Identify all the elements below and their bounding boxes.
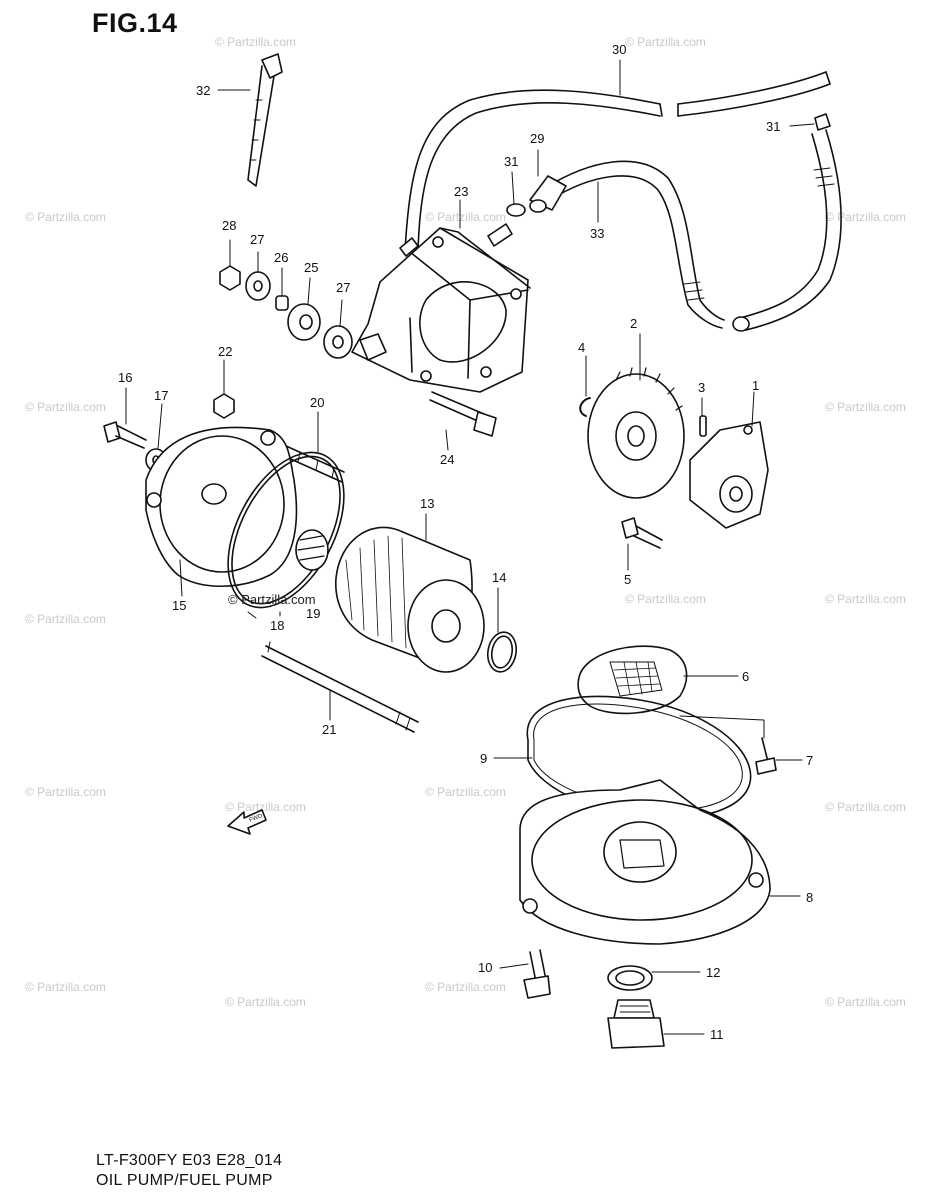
part-15-filter-cover[interactable] [145,426,298,587]
callout-19: 19 [306,606,320,621]
callout-27-b: 27 [336,280,350,295]
part-14-o-ring[interactable] [485,630,520,674]
part-3-pin[interactable] [699,415,707,437]
callout-31-right: 31 [766,119,780,134]
callout-2: 2 [630,316,637,331]
part-1-oil-pump[interactable] [689,421,769,529]
callout-31-left: 31 [504,154,518,169]
part-2-oil-pump-gear[interactable] [587,367,685,499]
watermark: © Partzilla.com [825,592,906,606]
callout-33: 33 [590,226,604,241]
callout-28: 28 [222,218,236,233]
part-8-oil-pan-cover[interactable] [519,779,771,945]
part-16-bolt[interactable] [103,421,147,449]
part-24-bolt[interactable] [429,391,497,437]
watermark: © Partzilla.com [425,210,506,224]
part-5-bolt[interactable] [621,517,663,549]
callout-5: 5 [624,572,631,587]
figure-title: FIG.14 [92,8,178,38]
callout-17: 17 [154,388,168,403]
callout-29: 29 [530,131,544,146]
callout-14: 14 [492,570,506,585]
part-4-circlip[interactable] [579,397,591,417]
callout-21: 21 [322,722,336,737]
watermark: © Partzilla.com [825,400,906,414]
watermark: © Partzilla.com [25,210,106,224]
part-29-hose-joint[interactable] [529,175,567,213]
watermark: © Partzilla.com [425,785,506,799]
callout-22: 22 [218,344,232,359]
part-13-oil-filter[interactable] [335,526,485,673]
callout-30: 30 [612,42,626,57]
callout-10: 10 [478,960,492,975]
callout-16: 16 [118,370,132,385]
watermark: © Partzilla.com [225,800,306,814]
watermark: © Partzilla.com [25,980,106,994]
watermark: © Partzilla.com [625,592,706,606]
part-31-clamp-right[interactable] [814,113,831,131]
part-6-oil-strainer[interactable] [577,645,688,715]
part-23-fuel-pump[interactable] [351,223,531,393]
fwd-arrow-icon [227,809,267,835]
watermark: © Partzilla.com [625,35,706,49]
part-27-washer[interactable] [245,271,271,301]
watermark: © Partzilla.com [25,612,106,626]
part-22-nut[interactable] [213,393,235,419]
callout-26: 26 [274,250,288,265]
callout-18: 18 [270,618,284,633]
watermark: © Partzilla.com [825,995,906,1009]
fwd-label: FWD [249,813,265,824]
callout-27: 27 [250,232,264,247]
callout-3: 3 [698,380,705,395]
watermark: © Partzilla.com [225,995,306,1009]
part-32-cable-tie[interactable] [247,53,283,187]
watermark: © Partzilla.com [25,785,106,799]
part-33-hose[interactable] [544,160,725,329]
callout-24: 24 [440,452,454,467]
callout-8: 8 [806,890,813,905]
part-12-washer[interactable] [607,965,653,991]
leader-lines [125,59,815,1035]
part-19-spring[interactable] [295,529,329,571]
watermark: © Partzilla.com [215,35,296,49]
watermark: © Partzilla.com [825,210,906,224]
callout-9: 9 [480,751,487,766]
model-code: LT-F300FY E03 E28_014 [96,1152,283,1169]
callout-20: 20 [310,395,324,410]
part-11-drain-plug[interactable] [607,999,665,1049]
part-31-clamp-left[interactable] [506,203,526,217]
callout-11: 11 [710,1027,724,1042]
section-name: OIL PUMP/FUEL PUMP [96,1172,273,1189]
part-33b-hose-right[interactable] [732,129,842,332]
callout-12: 12 [706,965,720,980]
callout-7: 7 [806,753,813,768]
callout-25: 25 [304,260,318,275]
watermark: © Partzilla.com [425,980,506,994]
part-10-bolt[interactable] [523,949,551,999]
copyright-label: © Partzilla.com [228,592,316,607]
callout-15: 15 [172,598,186,613]
part-7-screw[interactable] [755,737,777,775]
part-30-fuel-hose[interactable] [404,71,831,253]
part-26-collar[interactable] [275,295,289,311]
part-25-grommet[interactable] [287,303,321,341]
part-27-washer-2[interactable] [323,325,353,359]
callout-6: 6 [742,669,749,684]
part-28-nut[interactable] [219,265,241,291]
callout-4: 4 [578,340,585,355]
callout-13: 13 [420,496,434,511]
callout-23: 23 [454,184,468,199]
callout-32: 32 [196,83,210,98]
part-21-stud-bolt[interactable] [261,641,419,733]
watermark: © Partzilla.com [25,400,106,414]
watermark: © Partzilla.com [825,800,906,814]
callout-1: 1 [752,378,759,393]
